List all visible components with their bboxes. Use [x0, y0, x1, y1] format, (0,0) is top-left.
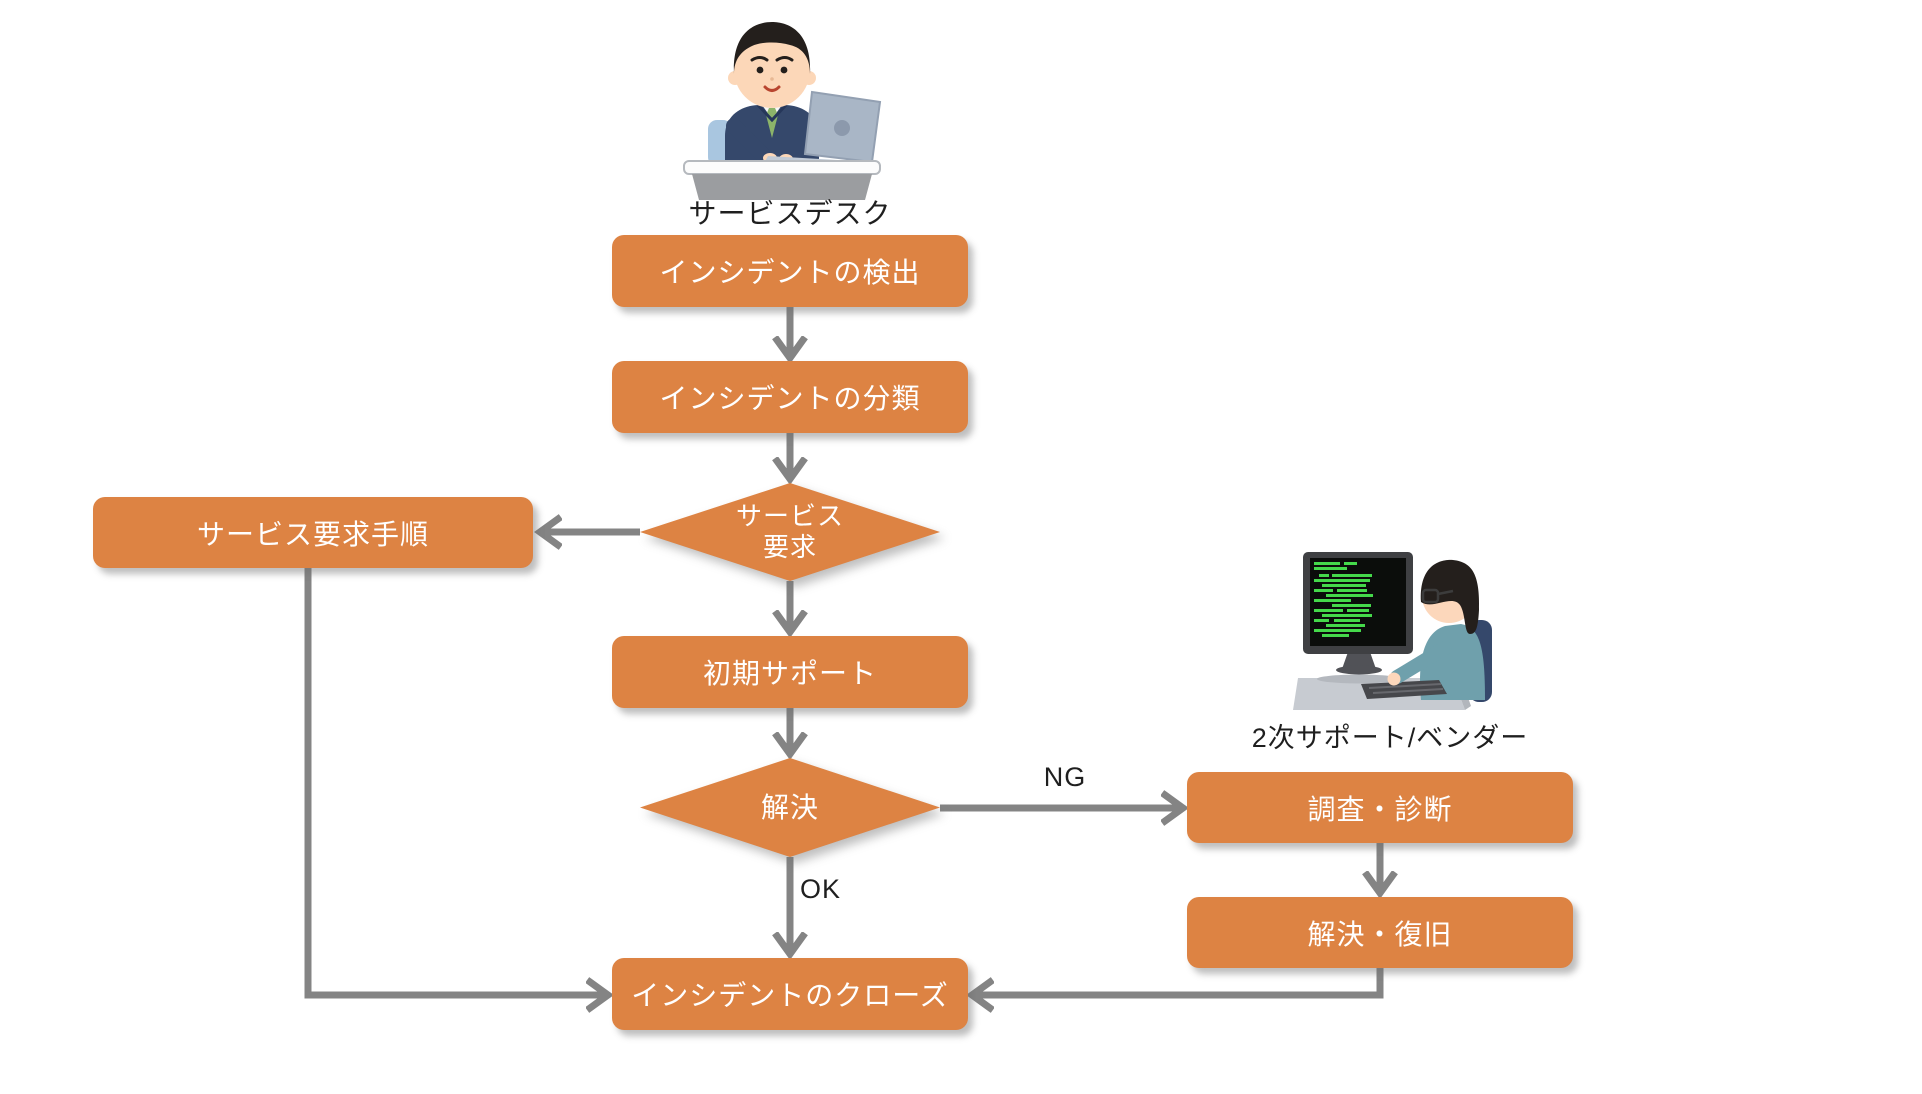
node-incident-detect: インシデントの検出 [612, 235, 968, 307]
node-initial-support: 初期サポート [612, 636, 968, 708]
node-service-request-procedure: サービス要求手順 [93, 497, 533, 568]
node-resolve-recover-label: 解決・復旧 [1307, 918, 1453, 950]
decision-service-request: サービス 要求 [640, 483, 940, 581]
second-support-label: 2次サポート/ベンダー [1251, 723, 1529, 753]
second-support-illustration [1293, 552, 1492, 710]
edge-label-ng: NG [1043, 762, 1087, 792]
service-desk-label: サービスデスク [688, 198, 892, 229]
decision-resolved-label: 解決 [760, 791, 819, 823]
node-incident-detect-label: インシデントの検出 [659, 257, 921, 288]
node-service-request-procedure-label: サービス要求手順 [196, 518, 429, 550]
node-incident-classify-label: インシデントの分類 [659, 383, 921, 414]
node-initial-support-label: 初期サポート [702, 658, 877, 689]
edge-recover-to-close [972, 968, 1384, 995]
node-incident-close-label: インシデントのクローズ [631, 980, 949, 1011]
edge-procedure-to-close [304, 568, 608, 995]
service-desk-illustration [683, 22, 882, 200]
node-investigate-diagnose-label: 調査・診断 [1307, 793, 1453, 825]
edge-label-ok: OK [800, 874, 842, 904]
node-investigate-diagnose: 調査・診断 [1187, 772, 1573, 843]
node-incident-close: インシデントのクローズ [612, 958, 968, 1030]
node-incident-classify: インシデントの分類 [612, 361, 968, 433]
decision-resolved: 解決 [640, 758, 940, 857]
decision-service-request-line2: 要求 [762, 532, 817, 562]
decision-service-request-line1: サービス [735, 501, 844, 532]
node-resolve-recover: 解決・復旧 [1187, 897, 1573, 968]
